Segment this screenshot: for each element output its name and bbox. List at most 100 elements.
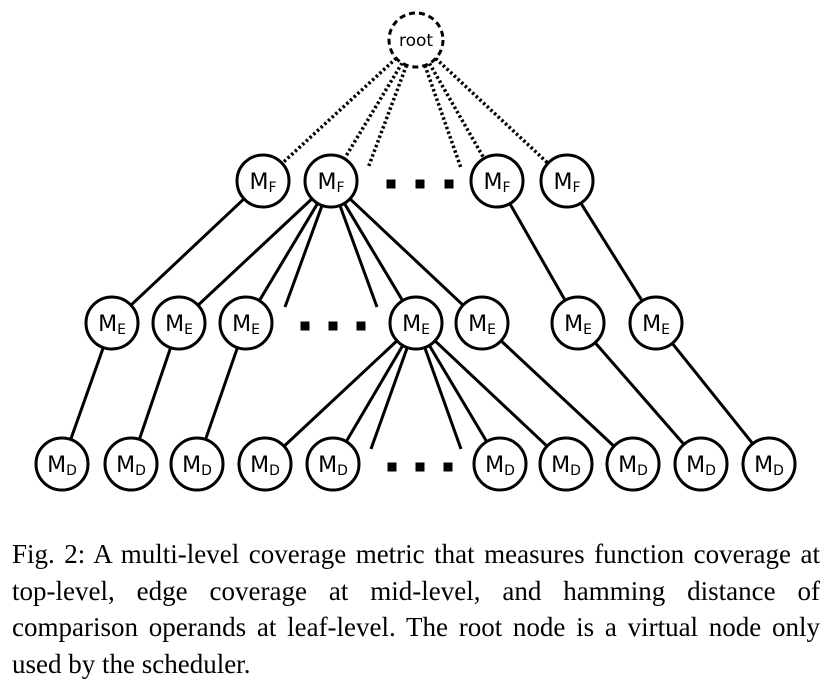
top-node-4: MF [539, 153, 595, 209]
mid-node-4: ME [388, 295, 444, 351]
mid-node-4-circle [388, 295, 444, 351]
ellipsis-dot-1-3 [444, 179, 454, 189]
leaf-node-6-circle [472, 436, 528, 492]
leaf-node-6: MD [472, 436, 528, 492]
top-mid-edge-4 [343, 202, 404, 302]
leaf-node-1-circle [34, 436, 90, 492]
leaf-node-9: MD [673, 436, 729, 492]
figure-label: Fig. 2: [12, 539, 86, 569]
top-mid-edge-7 [579, 202, 644, 302]
leaf-node-5-label: MD [318, 453, 348, 479]
mid-node-2: ME [151, 295, 207, 351]
leaf-node-10: MD [741, 436, 797, 492]
mid-node-1: ME [84, 295, 140, 351]
mid-node-2-circle [151, 295, 207, 351]
leaf-node-8: MD [605, 436, 661, 492]
leaf-node-9-label: MD [686, 453, 716, 479]
top-node-2-label: MF [317, 170, 344, 196]
leaf-node-8-circle [605, 436, 661, 492]
mid-node-5: ME [454, 295, 510, 351]
leaf-node-10-circle [741, 436, 797, 492]
top-mid-edge-6 [508, 202, 567, 302]
mid-leaf-edge-4 [282, 339, 399, 448]
mid-node-3-label: ME [232, 312, 260, 338]
leaf-node-1: MD [34, 436, 90, 492]
leaf-node-9-circle [673, 436, 729, 492]
root-edge-4 [423, 64, 463, 169]
top-mid-edge-2 [196, 197, 314, 307]
mid-node-5-label: ME [468, 312, 496, 338]
mid-node-4-label: ME [402, 312, 430, 338]
top-node-1-label: MF [249, 170, 276, 196]
root-edge-3 [366, 64, 409, 169]
mid-leaf-edge-8 [499, 339, 616, 448]
top-node-4-circle [539, 153, 595, 209]
leaf-node-2-circle [103, 436, 159, 492]
leaf-node-7-label: MD [551, 453, 581, 479]
caption-text: A multi-level coverage metric that measu… [12, 539, 820, 679]
leaf-node-4: MD [237, 436, 293, 492]
top-node-3: MF [469, 153, 525, 209]
mid-leaf-edge-5 [344, 344, 405, 443]
mid-node-3: ME [218, 295, 274, 351]
root-edge-1 [280, 57, 398, 165]
leaf-node-6-label: MD [485, 453, 515, 479]
tree-edges [69, 57, 754, 450]
mid-leaf-ellipsis-edge-2 [423, 346, 463, 450]
root-edge-5 [427, 62, 486, 160]
ellipsis-group [300, 179, 454, 472]
root-node [387, 11, 445, 69]
top-node-3-circle [469, 153, 525, 209]
leaf-node-1-label: MD [47, 453, 77, 479]
root-edge-2 [342, 62, 404, 160]
top-node-1: MF [235, 153, 291, 209]
leaf-node-5: MD [305, 436, 361, 492]
top-node-3-label: MF [483, 170, 510, 196]
ellipsis-dot-1-2 [415, 179, 425, 189]
top-node-1-circle [235, 153, 291, 209]
mid-node-6-label: ME [564, 312, 592, 338]
mid-node-6-circle [550, 295, 606, 351]
mid-node-5-circle [454, 295, 510, 351]
leaf-node-8-label: MD [618, 453, 648, 479]
top-mid-ellipsis-edge-2 [338, 204, 379, 308]
figure-caption: Fig. 2: A multi-level coverage metric th… [12, 536, 820, 682]
ellipsis-dot-1-1 [386, 179, 396, 189]
mid-node-2-label: ME [165, 312, 193, 338]
ellipsis-dot-2-1 [300, 321, 310, 331]
leaf-node-7: MD [538, 436, 594, 492]
mid-node-1-label: ME [98, 312, 126, 338]
top-mid-ellipsis-edge-1 [283, 204, 324, 308]
root-edge-6 [434, 57, 550, 165]
top-mid-edge-3 [258, 202, 319, 302]
mid-leaf-edge-7 [433, 339, 549, 448]
top-node-2: MF [303, 153, 359, 209]
ellipsis-dot-3-1 [387, 462, 397, 472]
ellipsis-dot-2-2 [328, 321, 338, 331]
top-mid-edge-1 [129, 197, 246, 307]
mid-node-1-circle [84, 295, 140, 351]
leaf-node-3: MD [169, 436, 225, 492]
leaf-node-4-label: MD [250, 453, 280, 479]
top-node-2-circle [303, 153, 359, 209]
leaf-node-10-label: MD [754, 453, 784, 479]
top-node-4-label: MF [553, 170, 580, 196]
leaf-node-3-label: MD [182, 453, 212, 479]
mid-node-7-circle [628, 295, 684, 351]
mid-node-6: ME [550, 295, 606, 351]
mid-leaf-edge-1 [69, 347, 105, 440]
mid-leaf-ellipsis-edge-1 [369, 346, 409, 450]
mid-leaf-edge-3 [204, 347, 239, 440]
ellipsis-dot-3-2 [415, 462, 425, 472]
mid-leaf-edge-10 [671, 342, 754, 445]
mid-node-7: ME [628, 295, 684, 351]
mid-leaf-edge-6 [428, 344, 488, 443]
leaf-node-7-circle [538, 436, 594, 492]
ellipsis-dot-3-3 [443, 462, 453, 472]
ellipsis-dot-2-3 [356, 321, 366, 331]
leaf-node-2: MD [103, 436, 159, 492]
top-mid-edge-5 [348, 197, 465, 307]
mid-leaf-edge-9 [593, 341, 686, 446]
